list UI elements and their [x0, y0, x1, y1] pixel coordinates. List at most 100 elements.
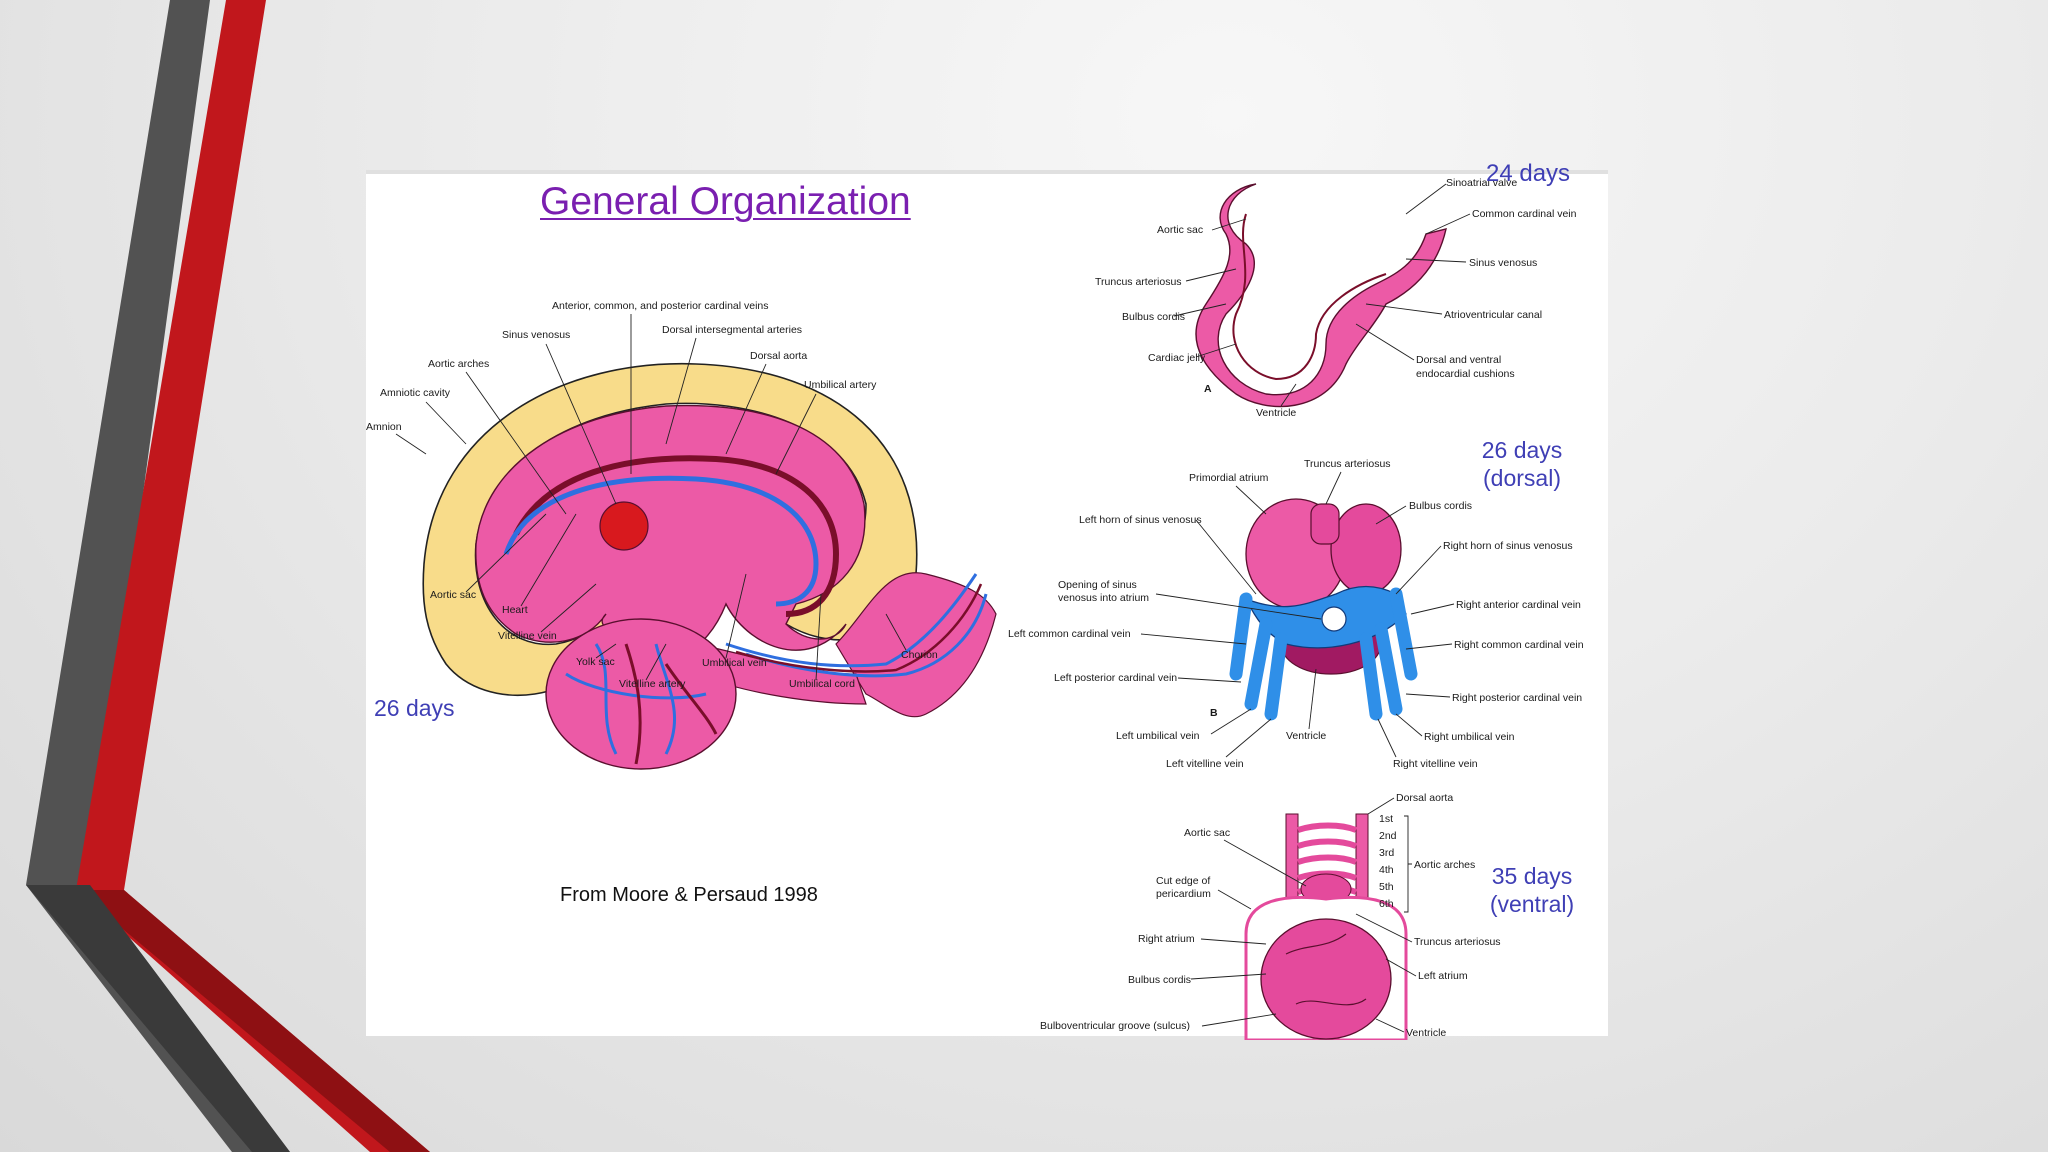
vitelline-artery-vessels	[624, 643, 718, 765]
label-b-primordial-atrium: Primordial atrium	[1189, 472, 1269, 484]
label-umbilical-cord: Umbilical cord	[789, 678, 855, 690]
label-c-aortic-arches: Aortic arches	[1414, 859, 1475, 871]
dark-red-shade	[76, 890, 430, 1152]
label-yolk-sac: Yolk sac	[576, 656, 615, 668]
stage-26-line-2: (dorsal)	[1483, 465, 1561, 491]
label-b-left-vitelline: Left vitelline vein	[1166, 758, 1244, 770]
stage-24-days: 24 days	[1486, 160, 1571, 187]
label-c-arch-1: 1st	[1379, 813, 1393, 825]
label-b-left-umbilical: Left umbilical vein	[1116, 730, 1200, 742]
label-cardinal-veins: Anterior, common, and posterior cardinal…	[552, 300, 769, 312]
label-b-left-common: Left common cardinal vein	[1008, 628, 1131, 640]
bulbus-cordis-shape	[1330, 503, 1402, 595]
label-dorsal-aorta: Dorsal aorta	[750, 350, 807, 362]
label-c-left-atrium: Left atrium	[1418, 970, 1468, 982]
heart-35-days-figure	[1244, 813, 1408, 1040]
stage-26-line-1: 26 days	[1481, 437, 1563, 463]
embryo-labels: Anterior, common, and posterior cardinal…	[366, 300, 938, 690]
label-c-arch-2: 2nd	[1379, 830, 1397, 842]
stage-26-days-dorsal: 26 days (dorsal)	[1470, 436, 1574, 492]
figure-a-letter: A	[1204, 383, 1212, 395]
label-a-sinoatrial-valve: Sinoatrial valve	[1446, 177, 1517, 189]
heart-24-days-labels: Sinoatrial valve Common cardinal vein Ao…	[1095, 177, 1577, 419]
stage-26-days-left: 26 days	[374, 695, 455, 721]
cardinal-vein-vessel	[503, 475, 819, 607]
umbilical-artery-vessel	[735, 583, 983, 673]
label-a-common-cardinal: Common cardinal vein	[1472, 208, 1577, 220]
label-b-opening-2: venosus into atrium	[1058, 592, 1149, 604]
label-a-aortic-sac: Aortic sac	[1157, 224, 1203, 236]
label-a-sinus-venosus: Sinus venosus	[1469, 257, 1537, 269]
label-b-right-anterior: Right anterior cardinal vein	[1456, 599, 1581, 611]
label-c-aortic-sac: Aortic sac	[1184, 827, 1230, 839]
dark-gray-shade	[26, 885, 290, 1152]
diagram-canvas: Anterior, common, and posterior cardinal…	[366, 177, 1584, 1040]
sinus-opening-shape	[1321, 606, 1347, 632]
label-vitelline-vein: Vitelline vein	[498, 630, 557, 642]
label-b-left-posterior: Left posterior cardinal vein	[1054, 672, 1177, 684]
label-aortic-sac: Aortic sac	[430, 589, 476, 601]
label-heart: Heart	[502, 604, 528, 616]
dorsal-aorta-right-shape	[1355, 813, 1369, 905]
label-c-arch-4: 4th	[1379, 864, 1394, 876]
label-a-cushions-1: Dorsal and ventral	[1416, 354, 1501, 366]
label-dorsal-intersegmental: Dorsal intersegmental arteries	[662, 324, 802, 336]
label-c-ventricle: Ventricle	[1406, 1027, 1446, 1039]
heart-35-days-labels: Dorsal aorta 1st 2nd 3rd 4th 5th 6th Aor…	[1040, 792, 1501, 1039]
tube-heart-shape	[1195, 183, 1447, 408]
red-stripe	[76, 0, 430, 1152]
label-a-bulbus: Bulbus cordis	[1122, 311, 1185, 323]
label-c-bv-groove: Bulboventricular groove (sulcus)	[1040, 1020, 1190, 1032]
label-chorion: Chorion	[901, 649, 938, 661]
label-b-truncus: Truncus arteriosus	[1304, 458, 1391, 470]
slide-title: General Organization	[540, 180, 911, 223]
stage-35-line-2: (ventral)	[1489, 891, 1575, 917]
figure-credit: From Moore & Persaud 1998	[560, 884, 818, 906]
label-c-arch-5: 5th	[1379, 881, 1394, 893]
label-c-right-atrium: Right atrium	[1138, 933, 1195, 945]
heart-35-shape	[1260, 918, 1392, 1040]
tube-heart-inner	[1232, 213, 1387, 381]
label-umbilical-artery: Umbilical artery	[804, 379, 877, 391]
label-b-right-common: Right common cardinal vein	[1454, 639, 1584, 651]
embryo-figure	[422, 362, 997, 770]
label-b-bulbus: Bulbus cordis	[1409, 500, 1472, 512]
label-amniotic-cavity: Amniotic cavity	[380, 387, 451, 399]
veins-b-shape	[1229, 587, 1418, 721]
label-sinus-venosus: Sinus venosus	[502, 329, 570, 341]
heart-26-days-figure	[1229, 498, 1418, 721]
label-b-right-posterior: Right posterior cardinal vein	[1452, 692, 1582, 704]
label-a-cushions-2: endocardial cushions	[1416, 368, 1515, 380]
label-aortic-arches: Aortic arches	[428, 358, 489, 370]
truncus-shape	[1310, 503, 1340, 545]
umbilical-vessels	[725, 573, 988, 678]
label-amnion: Amnion	[366, 421, 402, 433]
label-b-right-horn: Right horn of sinus venosus	[1443, 540, 1573, 552]
label-vitelline-artery: Vitelline artery	[619, 678, 686, 690]
label-b-right-vitelline: Right vitelline vein	[1393, 758, 1478, 770]
stage-35-line-1: 35 days	[1491, 863, 1573, 889]
label-b-left-horn: Left horn of sinus venosus	[1079, 514, 1202, 526]
label-b-right-umbilical: Right umbilical vein	[1424, 731, 1515, 743]
figure-panel: Anterior, common, and posterior cardinal…	[366, 160, 1608, 1040]
label-c-dorsal-aorta: Dorsal aorta	[1396, 792, 1453, 804]
heart-26-days-labels: Truncus arteriosus Primordial atrium Bul…	[1008, 458, 1584, 770]
label-b-opening-1: Opening of sinus	[1058, 579, 1137, 591]
label-c-truncus: Truncus arteriosus	[1414, 936, 1501, 948]
label-umbilical-vein: Umbilical vein	[702, 657, 767, 669]
dorsal-aorta-vessel	[513, 455, 840, 617]
aortic-arches-shape	[1297, 822, 1358, 895]
label-c-arch-6: 6th	[1379, 898, 1394, 910]
label-c-cut-edge-1: Cut edge of	[1156, 875, 1210, 887]
label-a-av-canal: Atrioventricular canal	[1444, 309, 1542, 321]
heart-24-days-figure	[1195, 183, 1447, 408]
dorsal-aorta-left-shape	[1285, 813, 1299, 905]
label-a-ventricle: Ventricle	[1256, 407, 1296, 419]
label-c-cut-edge-2: pericardium	[1156, 888, 1211, 900]
label-a-cardiac-jelly: Cardiac jelly	[1148, 352, 1206, 364]
stage-35-days-ventral: 35 days (ventral)	[1480, 862, 1584, 918]
heart-shape	[599, 501, 649, 551]
figure-b-letter: B	[1210, 707, 1218, 719]
yolk-sac-shape	[545, 618, 737, 770]
